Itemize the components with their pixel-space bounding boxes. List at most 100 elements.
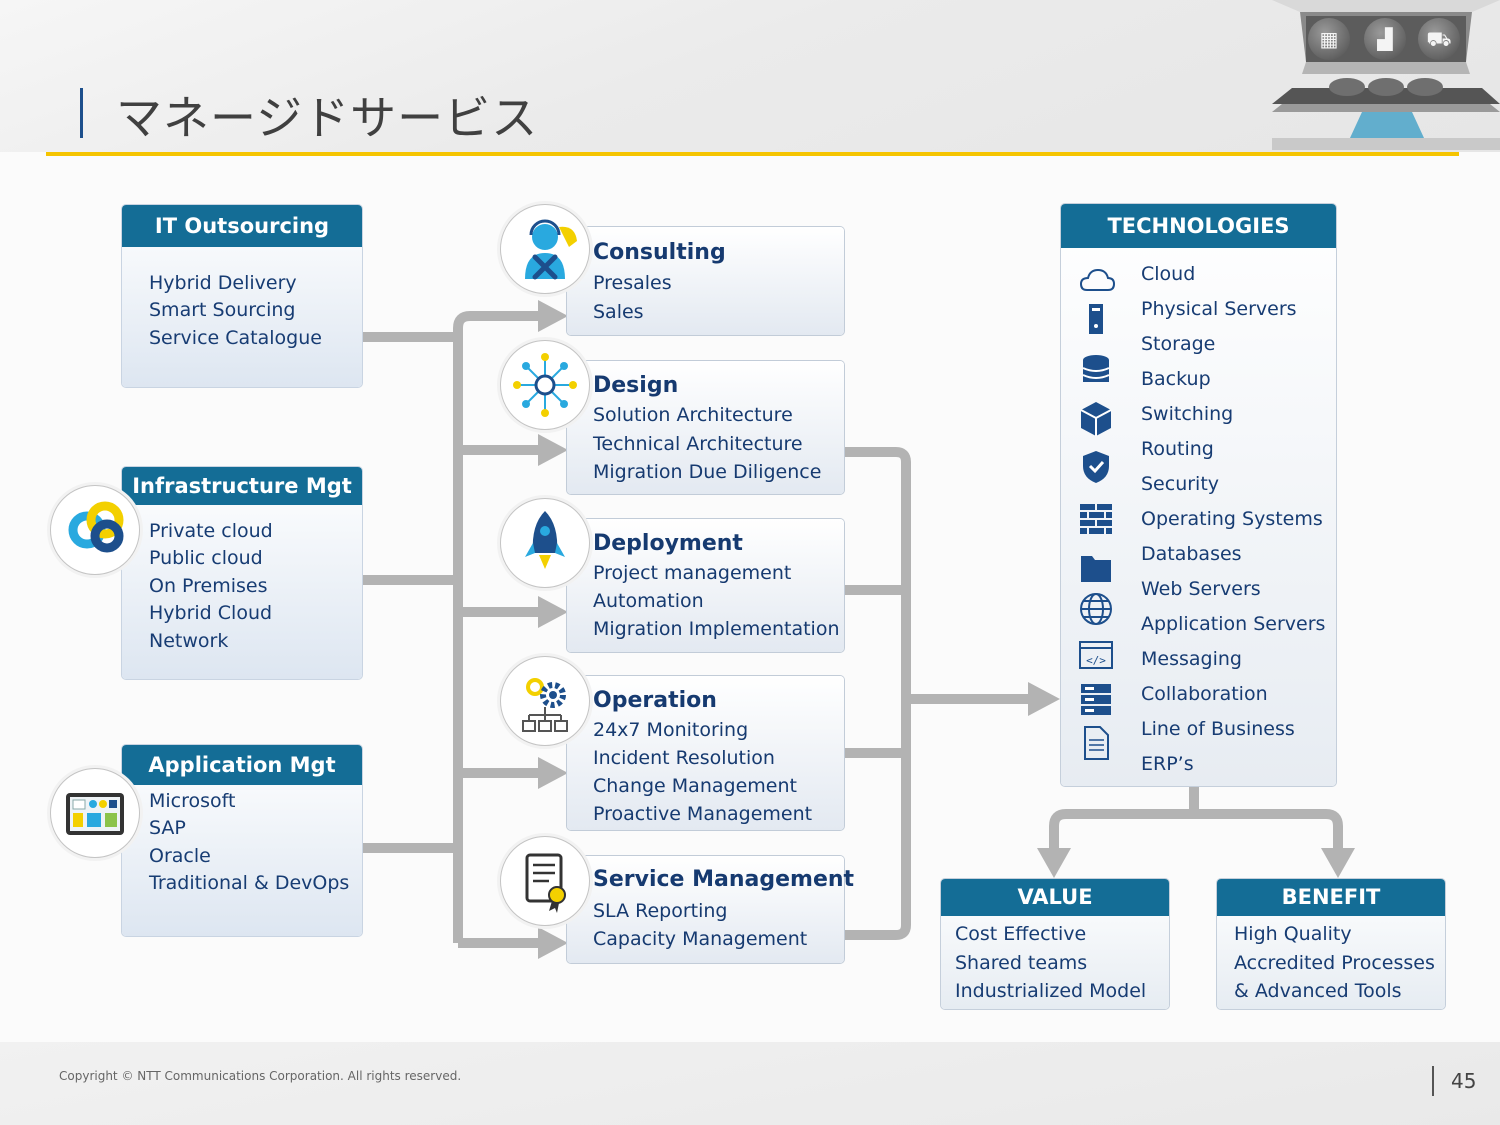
technologies-header: TECHNOLOGIES xyxy=(1061,204,1336,248)
service-title: Operation xyxy=(593,688,717,713)
service-item: Migration Due Diligence xyxy=(593,461,822,483)
cloud-logo-icon xyxy=(50,485,140,575)
technology-item: ERP’s xyxy=(1061,749,1336,784)
service-item: Solution Architecture xyxy=(593,404,793,426)
technology-label: Collaboration xyxy=(1141,683,1268,705)
technology-label: Physical Servers xyxy=(1141,298,1297,320)
service-item: 24x7 Monitoring xyxy=(593,719,749,741)
service-item: Project management xyxy=(593,562,792,584)
service-box-design: Design Solution Architecture Technical A… xyxy=(567,361,844,494)
list-item: Public cloud xyxy=(149,547,263,570)
list-item: On Premises xyxy=(149,574,268,597)
list-item: & Advanced Tools xyxy=(1234,980,1402,1002)
code-window-icon: </> xyxy=(1077,636,1115,678)
cart-icon: ⛟ xyxy=(1418,18,1460,60)
technology-item: Backup xyxy=(1061,364,1336,399)
it-outsourcing-box: IT Outsourcing Hybrid Delivery Smart Sou… xyxy=(122,205,362,387)
copyright-text: Copyright © NTT Communications Corporati… xyxy=(59,1069,462,1083)
technology-item: Line of Business xyxy=(1061,714,1336,749)
box-header: Application Mgt xyxy=(122,745,362,785)
consultant-tools-icon xyxy=(500,204,590,294)
technology-item: Switching xyxy=(1061,399,1336,434)
service-title: Design xyxy=(593,373,679,398)
service-box-deployment: Deployment Project management Automation… xyxy=(567,519,844,652)
benefit-header: BENEFIT xyxy=(1217,879,1445,916)
technology-item: Security xyxy=(1061,469,1336,504)
technology-label: Web Servers xyxy=(1141,578,1261,600)
technology-label: Operating Systems xyxy=(1141,508,1323,530)
technology-label: Switching xyxy=(1141,403,1234,425)
service-item: Capacity Management xyxy=(593,928,808,950)
header-background xyxy=(0,0,1500,152)
technology-item: Application Servers xyxy=(1061,609,1336,644)
list-item: Cost Effective xyxy=(955,923,1087,945)
svg-text:</>: </> xyxy=(1086,654,1106,667)
list-item: Service Catalogue xyxy=(149,326,322,349)
brick-wall-icon xyxy=(1077,500,1115,542)
service-item: Proactive Management xyxy=(593,803,813,825)
service-box-service-management: Service Management SLA Reporting Capacit… xyxy=(567,856,854,963)
list-item: High Quality xyxy=(1234,923,1352,945)
rocket-icon xyxy=(500,498,590,588)
network-design-icon xyxy=(500,340,590,430)
service-item: Presales xyxy=(593,272,672,294)
list-item: Shared teams xyxy=(955,951,1088,974)
technology-label: Backup xyxy=(1141,368,1211,390)
server-rack-icon xyxy=(1077,680,1115,722)
technology-label: Cloud xyxy=(1141,263,1196,285)
service-item: Incident Resolution xyxy=(593,747,775,769)
technology-label: Storage xyxy=(1141,333,1216,355)
service-box-consulting: Consulting Presales Sales xyxy=(567,227,844,335)
service-box-operation: Operation 24x7 Monitoring Incident Resol… xyxy=(567,676,844,830)
chart-icon: ▟ xyxy=(1364,18,1406,60)
technology-label: Line of Business xyxy=(1141,718,1295,740)
folder-icon xyxy=(1077,548,1115,590)
technology-label: Security xyxy=(1141,473,1220,495)
service-item: Migration Implementation xyxy=(593,618,840,640)
list-item: Traditional & DevOps xyxy=(149,872,350,895)
technology-item: Storage xyxy=(1061,329,1336,364)
certificate-document-icon xyxy=(500,836,590,926)
list-item: Network xyxy=(149,629,229,652)
list-item: Smart Sourcing xyxy=(149,299,296,322)
list-item: Oracle xyxy=(149,844,211,867)
globe-icon xyxy=(1077,590,1115,632)
footer-background xyxy=(0,1042,1500,1125)
technology-item: Collaboration xyxy=(1061,679,1336,714)
document-icon xyxy=(1077,724,1115,766)
list-item: Accredited Processes xyxy=(1234,951,1435,974)
technology-label: Databases xyxy=(1141,543,1242,565)
page-title: マネージドサービス xyxy=(116,91,539,145)
tablet-dashboard-icon xyxy=(50,768,140,858)
technology-item: Databases xyxy=(1061,539,1336,574)
technology-label: Application Servers xyxy=(1141,613,1326,635)
technology-label: ERP’s xyxy=(1141,753,1194,775)
technology-label: Messaging xyxy=(1141,648,1242,670)
service-item: Automation xyxy=(593,590,704,612)
page-number: 45 xyxy=(1451,1069,1477,1093)
technology-item: Routing xyxy=(1061,434,1336,469)
technology-item: Physical Servers xyxy=(1061,294,1336,329)
database-icon xyxy=(1077,352,1115,394)
service-item: Change Management xyxy=(593,775,797,797)
list-item: Hybrid Cloud xyxy=(149,602,273,625)
cloud-icon xyxy=(1077,262,1116,304)
box-header: Infrastructure Mgt xyxy=(122,467,362,505)
technology-item: Cloud xyxy=(1061,259,1336,294)
service-item: Technical Architecture xyxy=(593,433,803,455)
cube-icon xyxy=(1077,400,1115,442)
list-item: Microsoft xyxy=(149,790,236,812)
service-item: SLA Reporting xyxy=(593,900,728,922)
list-item: Private cloud xyxy=(149,520,273,542)
shield-check-icon xyxy=(1077,448,1115,490)
technology-item: Web Servers xyxy=(1061,574,1336,609)
benefit-box: BENEFIT High Quality Accredited Processe… xyxy=(1217,879,1445,1009)
service-item: Sales xyxy=(593,301,644,323)
list-item: Industrialized Model xyxy=(955,980,1147,1002)
server-tower-icon xyxy=(1077,300,1115,342)
value-header: VALUE xyxy=(941,879,1169,916)
value-box: VALUE Cost Effective Shared teams Indust… xyxy=(941,879,1169,1009)
title-accent-bar xyxy=(80,88,83,138)
grid-icon: ▦ xyxy=(1308,18,1350,60)
